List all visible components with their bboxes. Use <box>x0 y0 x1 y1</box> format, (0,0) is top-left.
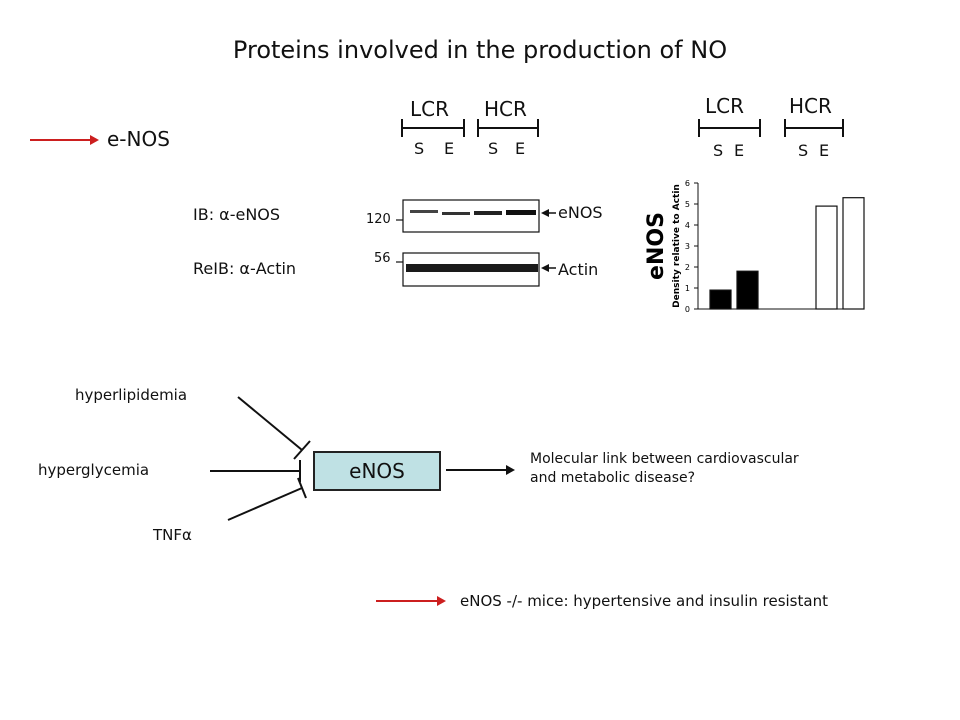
chart-lane-lcr-e: E <box>734 141 745 160</box>
enos-box-label: eNOS <box>349 459 405 483</box>
outcome-arrowhead <box>506 465 515 475</box>
band-label-enos: eNOS <box>558 203 603 222</box>
chart-y-axis-label: Density relative to Actin <box>672 184 682 308</box>
blot-group-lcr: LCR <box>410 97 450 121</box>
chart-lane-hcr-s: S <box>798 141 809 160</box>
red-arrow-header <box>30 135 99 145</box>
chart-y-tick-label: 1 <box>685 284 690 293</box>
chart-group-brackets <box>698 119 844 137</box>
chart-y-tick-label: 3 <box>685 242 690 251</box>
chart-y-tick-label: 2 <box>685 263 690 272</box>
band-label-actin: Actin <box>558 260 599 279</box>
blot-row-label-enos: IB: α-eNOS <box>193 205 281 224</box>
inhibitor-hyperglycemia: hyperglycemia <box>38 461 150 479</box>
chart-side-label: eNOS <box>644 212 669 280</box>
chart-group-hcr: HCR <box>789 94 832 118</box>
red-arrow-footer <box>376 596 446 606</box>
blot-panel-enos <box>396 199 540 233</box>
page-title: Proteins involved in the production of N… <box>232 36 728 64</box>
header-label: e-NOS <box>107 127 170 151</box>
blot-row-label-actin: ReIB: α-Actin <box>193 259 297 278</box>
chart-lane-lcr-s: S <box>713 141 724 160</box>
blot-lane-hcr-s: S <box>488 139 499 158</box>
chart-bar <box>709 289 732 310</box>
chart-y-tick-label: 0 <box>685 305 690 314</box>
outcome-line-1: Molecular link between cardiovascular <box>530 451 799 467</box>
outcome-line-2: and metabolic disease? <box>530 470 696 486</box>
footer-note: eNOS -/- mice: hypertensive and insulin … <box>460 592 828 610</box>
chart-bar <box>736 270 759 310</box>
blot-group-hcr: HCR <box>484 97 527 121</box>
blot-lane-hcr-e: E <box>515 139 526 158</box>
inhibitor-hyperlipidemia: hyperlipidemia <box>75 386 188 404</box>
inhibitor-tnfa: TNFα <box>153 526 192 544</box>
blot-panel-actin <box>396 252 540 287</box>
marker-56: 56 <box>374 251 391 266</box>
enos-box: eNOS <box>313 451 441 491</box>
chart-y-tick-label: 5 <box>685 200 690 209</box>
chart-group-lcr: LCR <box>705 94 745 118</box>
blot-lane-lcr-s: S <box>414 139 425 158</box>
marker-120: 120 <box>366 212 391 227</box>
chart-y-tick-label: 4 <box>685 221 690 230</box>
chart-y-tick-label: 6 <box>685 179 690 188</box>
chart-bar <box>842 197 865 310</box>
pathway-connectors <box>210 396 508 521</box>
outcome-text: Molecular link between cardiovascular an… <box>530 450 799 488</box>
blot-lane-lcr-e: E <box>444 139 455 158</box>
band-arrow-actin <box>541 264 556 272</box>
band-arrow-enos <box>541 209 556 217</box>
chart-bar <box>815 205 838 310</box>
blot-group-brackets <box>401 119 539 137</box>
chart-lane-hcr-e: E <box>819 141 830 160</box>
